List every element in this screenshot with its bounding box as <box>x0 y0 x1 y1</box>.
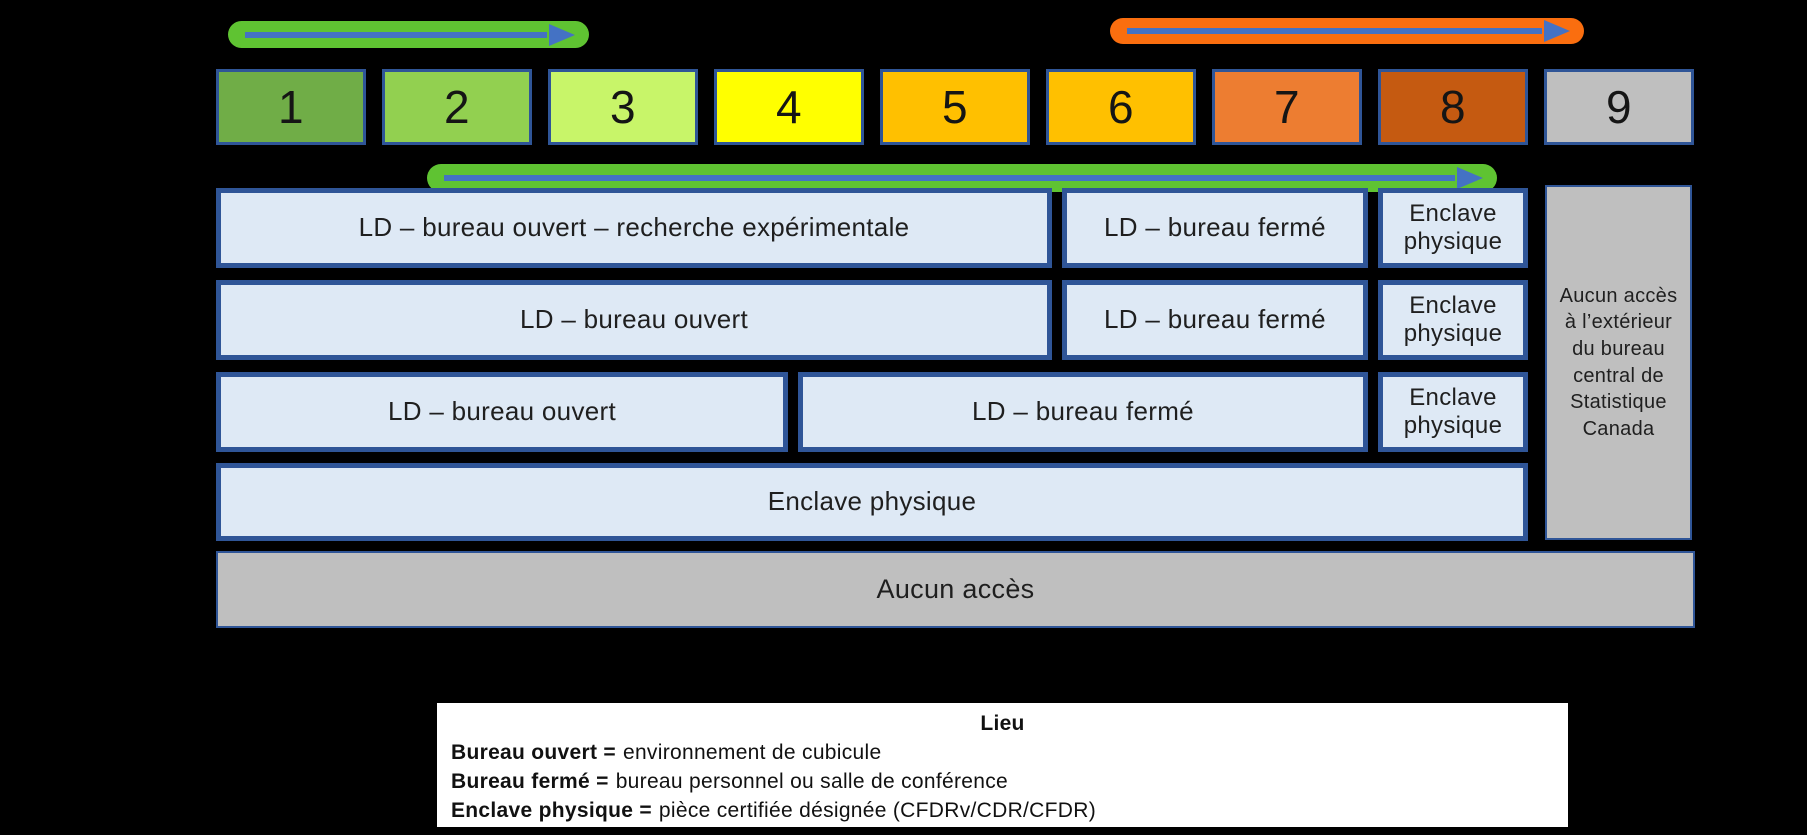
level-box-5: 5 <box>880 69 1030 145</box>
legend-item-open-office: Bureau ouvert = environnement de cubicule <box>451 738 1554 767</box>
arrow-shaft <box>444 175 1455 181</box>
arrow-shaft <box>1127 28 1542 34</box>
legend-title: Lieu <box>980 712 1025 735</box>
no-access-row: Aucun accès <box>216 551 1695 628</box>
green-arrow-top <box>228 21 589 48</box>
cell-row2-enclave: Enclave physique <box>1378 280 1528 360</box>
arrowhead-icon <box>549 23 575 46</box>
green-arrow-bottom <box>427 164 1497 192</box>
cell-row3-closed-office: LD – bureau fermé <box>798 372 1368 452</box>
level-box-6: 6 <box>1046 69 1196 145</box>
legend-item-closed-office: Bureau fermé = bureau personnel ou salle … <box>451 767 1554 796</box>
legend-item-enclave: Enclave physique = pièce certifiée désign… <box>451 796 1554 825</box>
orange-arrow-top <box>1110 18 1584 44</box>
arrowhead-icon <box>1544 20 1570 42</box>
cell-row2-closed-office: LD – bureau fermé <box>1062 280 1368 360</box>
level-box-3: 3 <box>548 69 698 145</box>
arrow-shaft <box>245 31 547 38</box>
cell-row2-open-office: LD – bureau ouvert <box>216 280 1052 360</box>
cell-row1-closed-office: LD – bureau fermé <box>1062 188 1368 268</box>
legend-box: Lieu Bureau ouvert = environnement de cub… <box>437 703 1568 827</box>
level-box-4: 4 <box>714 69 864 145</box>
level-box-7: 7 <box>1212 69 1362 145</box>
legend-term: Bureau fermé = <box>451 770 609 793</box>
cell-row3-enclave: Enclave physique <box>1378 372 1528 452</box>
legend-term: Enclave physique = <box>451 799 652 822</box>
no-external-access-column: Aucun accès à l’extérieur du bureau cent… <box>1545 185 1692 540</box>
level-box-1: 1 <box>216 69 366 145</box>
cell-row3-open-office: LD – bureau ouvert <box>216 372 788 452</box>
level-box-8: 8 <box>1378 69 1528 145</box>
legend-term: Bureau ouvert = <box>451 741 616 764</box>
cell-row1-open-office: LD – bureau ouvert – recherche expérimen… <box>216 188 1052 268</box>
arrowhead-icon <box>1457 167 1483 189</box>
level-box-2: 2 <box>382 69 532 145</box>
legend-definition: bureau personnel ou salle de conférence <box>615 770 1008 793</box>
legend-definition: environnement de cubicule <box>622 741 882 764</box>
cell-row4-enclave: Enclave physique <box>216 463 1528 541</box>
cell-row1-enclave: Enclave physique <box>1378 188 1528 268</box>
level-box-9: 9 <box>1544 69 1694 145</box>
legend-definition: pièce certifiée désignée (CFDRv/CDR/CFDR… <box>658 799 1096 822</box>
